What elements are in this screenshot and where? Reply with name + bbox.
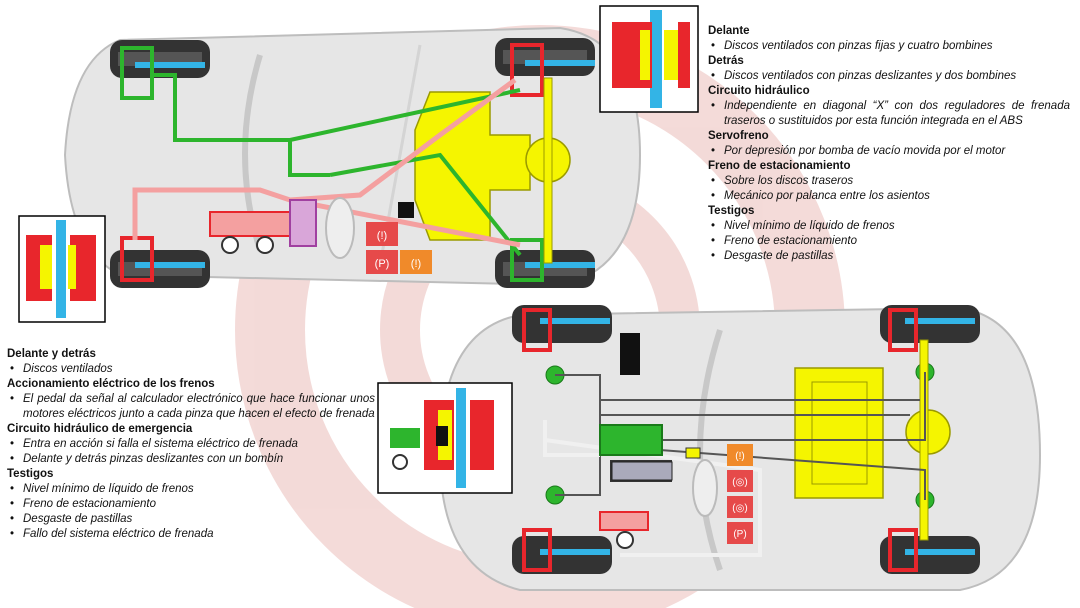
caliper-fr-top: [510, 43, 544, 97]
warning-light-bottom-1-label: (!): [735, 451, 744, 462]
disc-rr-top: [525, 262, 595, 268]
warning-lights-bottom: (!) (◎) (◎) (P): [727, 444, 753, 544]
caliper-rr-top: [510, 238, 544, 282]
warning-light-bottom-2-label: (◎): [732, 477, 747, 488]
bullet-emergencia-2: Delante y detrás pinzas deslizantes con …: [7, 452, 375, 467]
warning-lights-top: (!) (P) (!): [366, 222, 432, 274]
heading-testigos-top: Testigos: [708, 205, 755, 217]
caliper-inset-bottom: [377, 382, 513, 494]
bullet-testigos-left-2: Freno de estacionamiento: [7, 497, 375, 512]
warning-light-top-2: [366, 250, 398, 274]
pipe-green-top: [150, 73, 522, 257]
warning-light-top-3: [400, 250, 432, 274]
bullet-testigos-left-4: Fallo del sistema eléctrico de frenada: [7, 527, 375, 542]
specs-left: Delante y detrás Discos ventilados Accio…: [7, 347, 375, 542]
ecu-bottom: [599, 424, 663, 456]
bullet-servofreno-1: Por depresión por bomba de vacío movida …: [708, 144, 1070, 159]
top-car: [63, 26, 642, 288]
bullet-delante-1: Discos ventilados con pinzas fijas y cua…: [708, 39, 1070, 54]
bullet-detras-1: Discos ventilados con pinzas deslizantes…: [708, 69, 1070, 84]
warning-light-bottom-2: [727, 470, 753, 492]
heading-testigos-left: Testigos: [7, 468, 54, 480]
heading-circuito-hidraulico: Circuito hidráulico: [708, 85, 810, 97]
warning-light-top-2-label: (P): [375, 258, 390, 270]
warning-light-top-1-label: (!): [377, 230, 387, 242]
warning-light-top-1: [366, 222, 398, 246]
bullet-freno-2: Mecánico por palanca entre los asientos: [708, 189, 1070, 204]
disc-rl-top: [135, 262, 205, 268]
bullet-accionamiento-1: El pedal da señal al calculador electrón…: [7, 392, 375, 422]
bullet-circuito-1: Independiente en diagonal “X” con dos re…: [708, 99, 1070, 129]
bullet-testigos-top-3: Desgaste de pastillas: [708, 249, 1070, 264]
caliper-inset-left: [18, 215, 106, 323]
bullet-testigos-top-2: Freno de estacionamiento: [708, 234, 1070, 249]
heading-servofreno: Servofreno: [708, 130, 769, 142]
heading-accionamiento: Accionamiento eléctrico de los frenos: [7, 378, 215, 390]
wiring-bottom: [555, 372, 926, 500]
bullet-testigos-left-1: Nivel mínimo de líquido de frenos: [7, 482, 375, 497]
heading-detras: Detrás: [708, 55, 744, 67]
caliper-inset-top: [599, 5, 699, 113]
bullet-testigos-left-3: Desgaste de pastillas: [7, 512, 375, 527]
warning-light-bottom-4-label: (P): [733, 529, 746, 540]
disc-fl-top: [135, 62, 205, 68]
heading-delante-detras: Delante y detrás: [7, 348, 96, 360]
engine-top: [414, 91, 531, 241]
heading-delante: Delante: [708, 25, 750, 37]
heading-circuito-emergencia: Circuito hidráulico de emergencia: [7, 423, 193, 435]
warning-light-bottom-3-label: (◎): [732, 503, 747, 514]
disc-fr-top: [525, 60, 595, 66]
warning-light-bottom-3: [727, 496, 753, 518]
bullet-emergencia-1: Entra en acción si falla el sistema eléc…: [7, 437, 375, 452]
bullet-discos-ventilados: Discos ventilados: [7, 362, 375, 377]
warning-light-bottom-1: [727, 444, 753, 466]
warning-light-top-3-label: (!): [411, 258, 421, 270]
bullet-freno-1: Sobre los discos traseros: [708, 174, 1070, 189]
heading-freno-estacionamiento: Freno de estacionamiento: [708, 160, 851, 172]
warning-light-bottom-4: [727, 522, 753, 544]
bullet-testigos-top-1: Nivel mínimo de líquido de frenos: [708, 219, 1070, 234]
specs-top: Delante Discos ventilados con pinzas fij…: [708, 24, 1070, 264]
